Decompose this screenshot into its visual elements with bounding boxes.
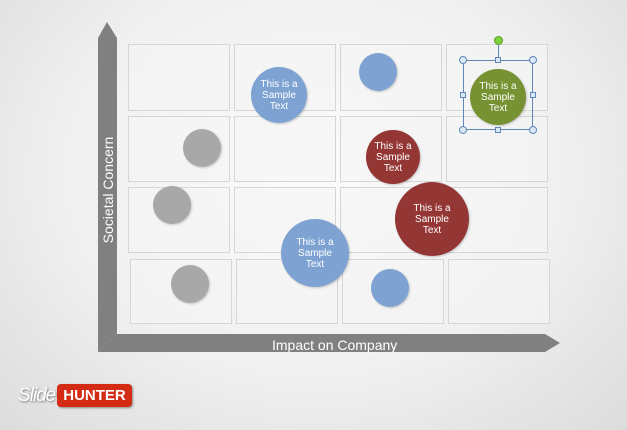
- resize-handle[interactable]: [459, 56, 467, 64]
- y-axis-label: Societal Concern: [100, 136, 116, 244]
- bubble[interactable]: [359, 53, 397, 91]
- bubble[interactable]: [183, 129, 221, 167]
- rotate-handle-line: [498, 42, 499, 60]
- y-axis-arrow: [98, 22, 117, 352]
- bubble[interactable]: This is a Sample Text: [395, 182, 469, 256]
- rotate-handle[interactable]: [494, 36, 503, 45]
- bubble[interactable]: [171, 265, 209, 303]
- resize-handle[interactable]: [495, 127, 501, 133]
- bubble[interactable]: This is a Sample Text: [251, 67, 307, 123]
- x-axis-arrow: [98, 334, 560, 352]
- resize-handle[interactable]: [529, 56, 537, 64]
- resize-handle[interactable]: [529, 126, 537, 134]
- grid-cell: [128, 44, 230, 111]
- bubble-selected[interactable]: This is a Sample Text: [470, 69, 526, 125]
- resize-handle[interactable]: [530, 92, 536, 98]
- bubble[interactable]: This is a Sample Text: [281, 219, 349, 287]
- bubble[interactable]: [371, 269, 409, 307]
- resize-handle[interactable]: [495, 57, 501, 63]
- resize-handle[interactable]: [460, 92, 466, 98]
- grid-cell: [448, 259, 550, 324]
- x-axis-label: Impact on Company: [272, 337, 398, 353]
- slidehunter-logo: Slide HUNTER: [18, 384, 132, 407]
- bubble[interactable]: [153, 186, 191, 224]
- resize-handle[interactable]: [459, 126, 467, 134]
- bubble[interactable]: This is a Sample Text: [366, 130, 420, 184]
